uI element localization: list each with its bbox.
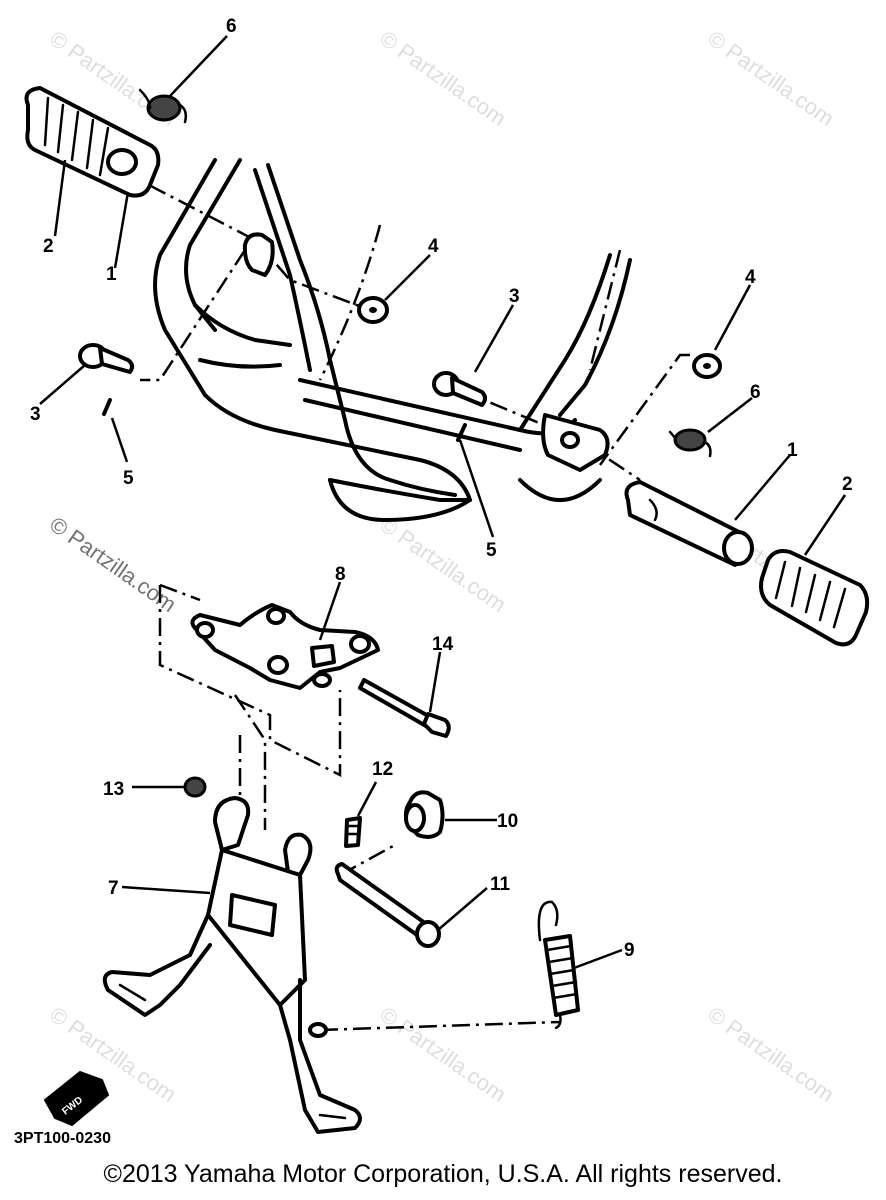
watermark: © Partzilla.com [703, 26, 839, 132]
callout-label: 2 [43, 236, 54, 257]
footrest-bracket-left [242, 232, 275, 277]
callout-label: 8 [335, 564, 346, 585]
fwd-arrow-icon: FWD [43, 1070, 110, 1127]
callout-label: 6 [226, 16, 237, 37]
callout-label: 3 [30, 404, 41, 425]
cotter-pin-right [456, 423, 467, 442]
leader-lines [39, 35, 847, 970]
footrest-rubber-left [24, 86, 161, 198]
pin-left [78, 343, 135, 374]
spring-right [668, 428, 712, 458]
watermarks: © Partzilla.com © Partzilla.com © Partzi… [45, 26, 839, 1108]
callout-label: 2 [842, 474, 853, 495]
callout-label: 6 [750, 382, 761, 403]
callout-label: 12 [372, 759, 393, 780]
callout-label: 9 [624, 940, 635, 961]
footrest-right [624, 480, 754, 567]
callout-label: 13 [103, 779, 124, 800]
pin-right [432, 371, 487, 407]
washer-left [357, 296, 389, 324]
spring-left [138, 88, 188, 124]
callout-label: 4 [745, 267, 756, 288]
callout-label: 7 [108, 878, 119, 899]
washer-right [692, 353, 722, 379]
callout-label: 3 [509, 286, 520, 307]
callout-label: 4 [428, 236, 439, 257]
watermark: © Partzilla.com [375, 1002, 511, 1108]
footrest-mount-right [541, 413, 610, 472]
diagram-code: 3PT100-0230 [14, 1130, 111, 1147]
bolt-long [358, 678, 451, 738]
footrest-rubber-right [759, 549, 870, 647]
callout-label: 5 [123, 468, 134, 489]
callout-label: 10 [497, 811, 518, 832]
nut [183, 776, 207, 798]
cotter-pin-left [102, 398, 112, 416]
callout-label: 5 [486, 540, 497, 561]
callout-label: 1 [787, 440, 798, 461]
frame-tubes [153, 158, 632, 522]
stand-shaft [334, 862, 441, 948]
assembly-lines [119, 168, 690, 1032]
center-stand [102, 796, 362, 1134]
stopper-bushing [403, 790, 445, 839]
callout-label: 1 [106, 264, 117, 285]
watermark: © Partzilla.com [375, 26, 511, 132]
callouts: 6 2 1 4 3 4 3 5 6 5 1 2 8 14 13 12 10 7 … [30, 16, 853, 961]
stand-bracket [190, 603, 380, 690]
callout-label: 11 [490, 874, 511, 895]
watermark: © Partzilla.com [703, 1002, 839, 1108]
callout-label: 14 [432, 634, 454, 655]
stand-spring [537, 900, 580, 1030]
copyright-notice: ©2013 Yamaha Motor Corporation, U.S.A. A… [103, 1160, 783, 1188]
stand-pin [344, 816, 362, 848]
